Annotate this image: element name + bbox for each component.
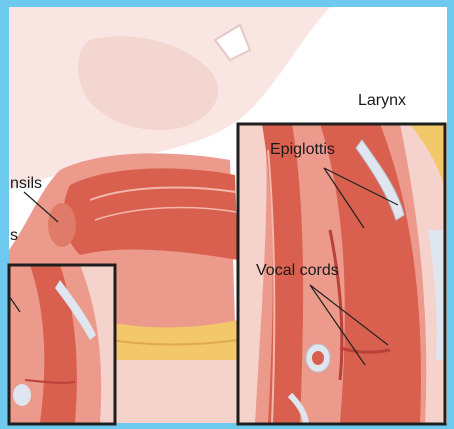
larynx-label: Larynx (358, 93, 406, 109)
left-inset (9, 265, 115, 423)
tonsils-label: nsils (10, 176, 42, 192)
epiglottis-label: Epiglottis (270, 142, 335, 158)
vocal-cords-label: Vocal cords (256, 263, 339, 279)
partial-left-label: s (10, 228, 18, 244)
